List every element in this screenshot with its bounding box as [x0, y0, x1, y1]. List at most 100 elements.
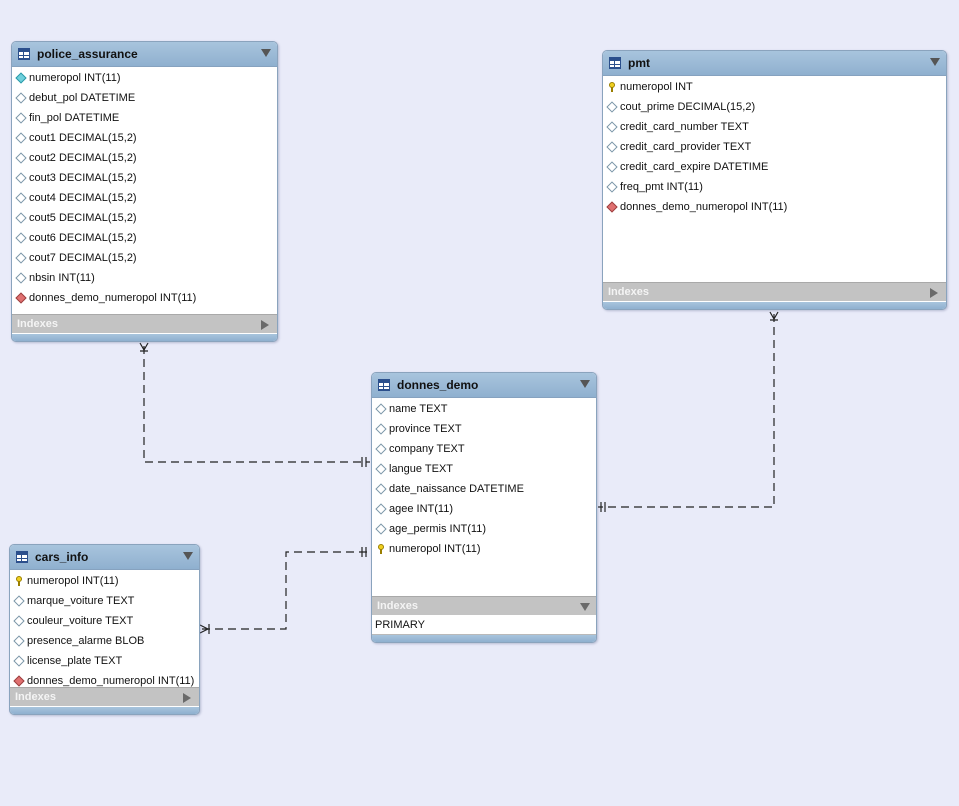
column-label: numeropol INT(11) [389, 543, 481, 555]
column-row[interactable]: donnes_demo_numeropol INT(11) [12, 288, 277, 308]
column-row[interactable]: cout_prime DECIMAL(15,2) [603, 97, 946, 117]
attribute-diamond-icon [16, 173, 26, 183]
table-icon [16, 551, 28, 563]
column-row[interactable]: donnes_demo_numeropol INT(11) [603, 197, 946, 217]
column-label: cout1 DECIMAL(15,2) [29, 132, 137, 144]
collapse-toggle-icon[interactable] [930, 58, 940, 66]
column-label: couleur_voiture TEXT [27, 615, 134, 627]
column-label: donnes_demo_numeropol INT(11) [27, 675, 195, 687]
column-row[interactable]: date_naissance DATETIME [372, 479, 596, 499]
index-name: PRIMARY [375, 618, 425, 631]
column-row[interactable]: numeropol INT [603, 77, 946, 97]
collapse-toggle-icon[interactable] [183, 552, 193, 560]
attribute-diamond-icon [16, 153, 26, 163]
column-label: cout7 DECIMAL(15,2) [29, 252, 137, 264]
column-row[interactable]: debut_pol DATETIME [12, 88, 277, 108]
column-row[interactable]: credit_card_provider TEXT [603, 137, 946, 157]
attribute-diamond-icon [16, 273, 26, 283]
mandatory-one-end [361, 547, 367, 557]
table-header[interactable]: donnes_demo [372, 373, 596, 398]
column-row[interactable]: province TEXT [372, 419, 596, 439]
column-row[interactable]: freq_pmt INT(11) [603, 177, 946, 197]
table-pmt[interactable]: pmt numeropol INT cout_prime DECIMAL(15,2… [602, 50, 947, 310]
column-row[interactable]: couleur_voiture TEXT [10, 611, 199, 631]
column-row[interactable]: presence_alarme BLOB [10, 631, 199, 651]
column-row[interactable]: marque_voiture TEXT [10, 591, 199, 611]
column-label: cout5 DECIMAL(15,2) [29, 212, 137, 224]
primary-key-icon [376, 544, 386, 554]
crows-foot-many-end [139, 342, 149, 352]
attribute-diamond-icon [607, 122, 617, 132]
column-label: age_permis INT(11) [389, 523, 486, 535]
index-row-primary[interactable]: PRIMARY [372, 615, 596, 635]
column-row[interactable]: nbsin INT(11) [12, 268, 277, 288]
column-row[interactable]: numeropol INT(11) [10, 571, 199, 591]
attribute-diamond-icon [14, 596, 24, 606]
collapse-toggle-icon[interactable] [580, 380, 590, 388]
collapse-toggle-icon[interactable] [261, 49, 271, 57]
column-label: company TEXT [389, 443, 465, 455]
indexes-bar[interactable]: Indexes [12, 314, 277, 333]
column-row[interactable]: cout5 DECIMAL(15,2) [12, 208, 277, 228]
column-row[interactable]: company TEXT [372, 439, 596, 459]
attribute-diamond-icon [607, 102, 617, 112]
table-icon [18, 48, 30, 60]
table-header[interactable]: cars_info [10, 545, 199, 570]
column-row[interactable]: cout4 DECIMAL(15,2) [12, 188, 277, 208]
indexes-bar[interactable]: Indexes [372, 596, 596, 615]
attribute-diamond-icon [376, 524, 386, 534]
indexes-label: Indexes [15, 691, 56, 703]
table-footer [10, 707, 199, 714]
column-row[interactable]: fin_pol DATETIME [12, 108, 277, 128]
expand-arrow-icon[interactable] [183, 693, 191, 703]
column-label: freq_pmt INT(11) [620, 181, 703, 193]
column-row[interactable]: numeropol INT(11) [12, 68, 277, 88]
relationship-police-assurance-donnes-demo[interactable] [139, 342, 370, 467]
column-row[interactable]: cout6 DECIMAL(15,2) [12, 228, 277, 248]
column-label: cout_prime DECIMAL(15,2) [620, 101, 756, 113]
collapse-arrow-icon[interactable] [580, 603, 590, 611]
column-label: agee INT(11) [389, 503, 453, 515]
indexes-bar[interactable]: Indexes [603, 282, 946, 301]
relationship-cars-info-donnes-demo[interactable] [199, 547, 370, 634]
column-row[interactable]: name TEXT [372, 399, 596, 419]
column-list: numeropol INT(11)marque_voiture TEXT coul… [10, 570, 199, 691]
attribute-diamond-icon [16, 213, 26, 223]
expand-arrow-icon[interactable] [261, 320, 269, 330]
column-row[interactable]: cout7 DECIMAL(15,2) [12, 248, 277, 268]
table-title: pmt [628, 56, 650, 70]
table-title: donnes_demo [397, 378, 479, 392]
crows-foot-many-end [199, 624, 210, 634]
column-row[interactable]: credit_card_number TEXT [603, 117, 946, 137]
indexes-bar[interactable]: Indexes [10, 687, 199, 706]
relationship-pmt-donnes-demo[interactable] [598, 311, 779, 512]
pk-filled-diamond-icon [16, 73, 26, 83]
column-label: credit_card_number TEXT [620, 121, 749, 133]
column-row[interactable]: donnes_demo_numeropol INT(11) [10, 671, 199, 691]
table-title: police_assurance [37, 47, 138, 61]
table-header[interactable]: pmt [603, 51, 946, 76]
column-row[interactable]: license_plate TEXT [10, 651, 199, 671]
mandatory-one-end [600, 502, 606, 512]
column-row[interactable]: langue TEXT [372, 459, 596, 479]
column-row[interactable]: cout3 DECIMAL(15,2) [12, 168, 277, 188]
attribute-diamond-icon [376, 404, 386, 414]
column-row[interactable]: credit_card_expire DATETIME [603, 157, 946, 177]
table-cars-info[interactable]: cars_info numeropol INT(11)marque_voitur… [9, 544, 200, 715]
column-row[interactable]: age_permis INT(11) [372, 519, 596, 539]
column-label: date_naissance DATETIME [389, 483, 524, 495]
column-row[interactable]: cout1 DECIMAL(15,2) [12, 128, 277, 148]
table-footer [372, 635, 596, 642]
column-label: numeropol INT(11) [29, 72, 121, 84]
expand-arrow-icon[interactable] [930, 288, 938, 298]
table-header[interactable]: police_assurance [12, 42, 277, 67]
column-row[interactable]: cout2 DECIMAL(15,2) [12, 148, 277, 168]
column-row[interactable]: numeropol INT(11) [372, 539, 596, 559]
attribute-diamond-icon [16, 133, 26, 143]
attribute-diamond-icon [607, 162, 617, 172]
table-title: cars_info [35, 550, 89, 564]
column-row[interactable]: agee INT(11) [372, 499, 596, 519]
table-police-assurance[interactable]: police_assurance numeropol INT(11) debut_… [11, 41, 278, 342]
